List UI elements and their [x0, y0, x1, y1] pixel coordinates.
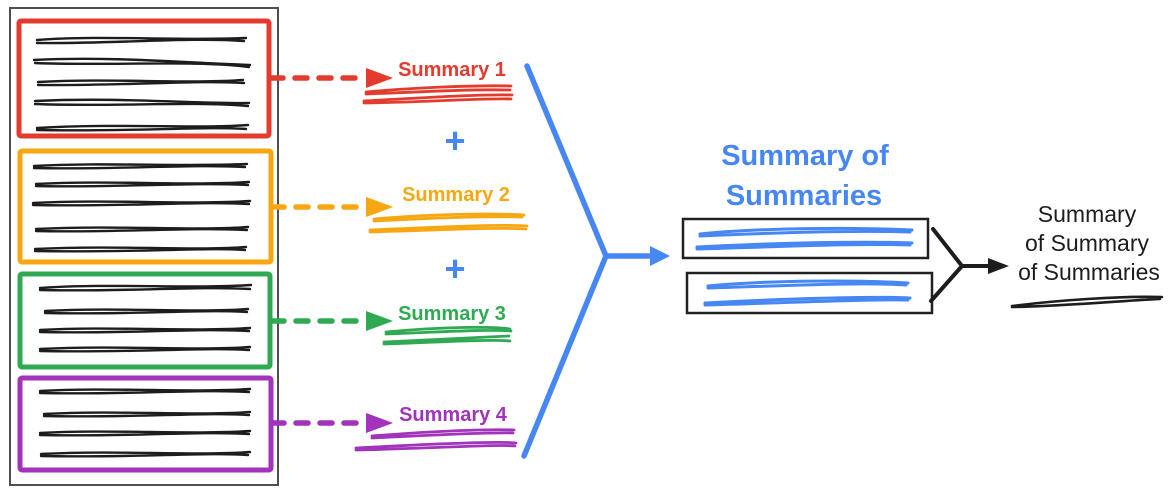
- doc-line-scribble: [39, 450, 252, 458]
- arrowhead-icon: [366, 197, 393, 217]
- doc-section-2-text: [31, 162, 252, 253]
- summary-of-summaries-box-1: [681, 217, 930, 260]
- summary-scribble-line: [1010, 295, 1164, 309]
- summary-1-label: Summary 1: [398, 59, 506, 81]
- summary-scribble-line: [354, 440, 518, 452]
- dashed-arrow-summary-4: [269, 413, 393, 433]
- final-bracket-lines: [929, 227, 964, 303]
- arrowhead-icon: [366, 311, 393, 331]
- arrowhead-icon: [366, 413, 393, 433]
- doc-line-scribble: [43, 307, 250, 315]
- doc-line-scribble: [32, 57, 252, 69]
- doc-section-3-text: [38, 283, 253, 353]
- final-summary-scribble: [1010, 295, 1164, 309]
- final-summary-label-line2: of Summary: [1025, 230, 1149, 256]
- summary-scribble-line: [382, 334, 512, 346]
- final-bracket: [929, 227, 1009, 303]
- summary-scribble-line: [703, 295, 912, 307]
- doc-line-scribble: [38, 345, 252, 353]
- arrowhead-icon: [650, 246, 670, 266]
- dashed-arrow-summary-3: [269, 311, 393, 331]
- dashed-arrow-summary-1: [268, 68, 393, 88]
- doc-line-scribble: [35, 123, 250, 132]
- plus-icon: +: [444, 120, 465, 161]
- summary-scribble-line: [370, 428, 516, 440]
- doc-line-scribble: [38, 283, 253, 292]
- doc-line-scribble: [35, 36, 248, 45]
- doc-line-scribble: [33, 245, 248, 253]
- summary-1-scribble: [362, 84, 514, 105]
- dashed-arrow-summary-2: [269, 197, 393, 217]
- summary-scribble-line: [695, 240, 914, 251]
- doc-line-scribble: [38, 387, 252, 395]
- summary-scribble-line: [706, 279, 910, 290]
- doc-line-scribble: [32, 162, 249, 170]
- arrowhead-icon: [366, 68, 393, 88]
- doc-line-scribble: [42, 410, 252, 418]
- summary-scribble-line: [384, 325, 513, 336]
- doc-line-scribble: [33, 98, 251, 108]
- doc-section-1-text: [32, 36, 252, 132]
- doc-line-scribble: [38, 429, 252, 437]
- doc-line-scribble: [34, 225, 250, 233]
- merge-bracket-lines: [521, 63, 609, 459]
- summary-scribble-line: [364, 84, 513, 96]
- summary-of-summaries-text-1: [695, 226, 914, 251]
- summary-of-summaries-box-2: [685, 271, 934, 315]
- summary-of-summaries-text-2: [703, 279, 912, 307]
- summary-4-scribble: [354, 428, 518, 452]
- summary-3-scribble: [382, 325, 513, 346]
- doc-line-scribble: [31, 199, 252, 207]
- summary-of-summaries-title-line2: Summaries: [726, 180, 882, 212]
- final-summary-label-line3: of Summaries: [1018, 259, 1160, 285]
- summary-4-label: Summary 4: [399, 404, 508, 426]
- doc-line-scribble: [36, 78, 246, 87]
- doc-section-4-text: [38, 387, 252, 458]
- arrowhead-icon: [988, 258, 1009, 274]
- merge-bracket: [521, 63, 670, 459]
- doc-line-scribble: [34, 180, 251, 188]
- summary-2-scribble: [368, 212, 529, 234]
- summary-scribble-line: [368, 223, 529, 234]
- summary-2-label: Summary 2: [402, 184, 510, 206]
- summary-scribble-line: [372, 212, 526, 223]
- summary-3-label: Summary 3: [398, 303, 506, 325]
- final-summary-label-line1: Summary: [1038, 201, 1137, 227]
- summary-scribble-line: [362, 93, 514, 105]
- summary-of-summaries-title-line1: Summary of: [721, 140, 889, 172]
- summary-scribble-line: [698, 226, 914, 238]
- plus-icon: +: [444, 248, 465, 289]
- doc-line-scribble: [38, 326, 252, 334]
- source-document: [9, 7, 279, 486]
